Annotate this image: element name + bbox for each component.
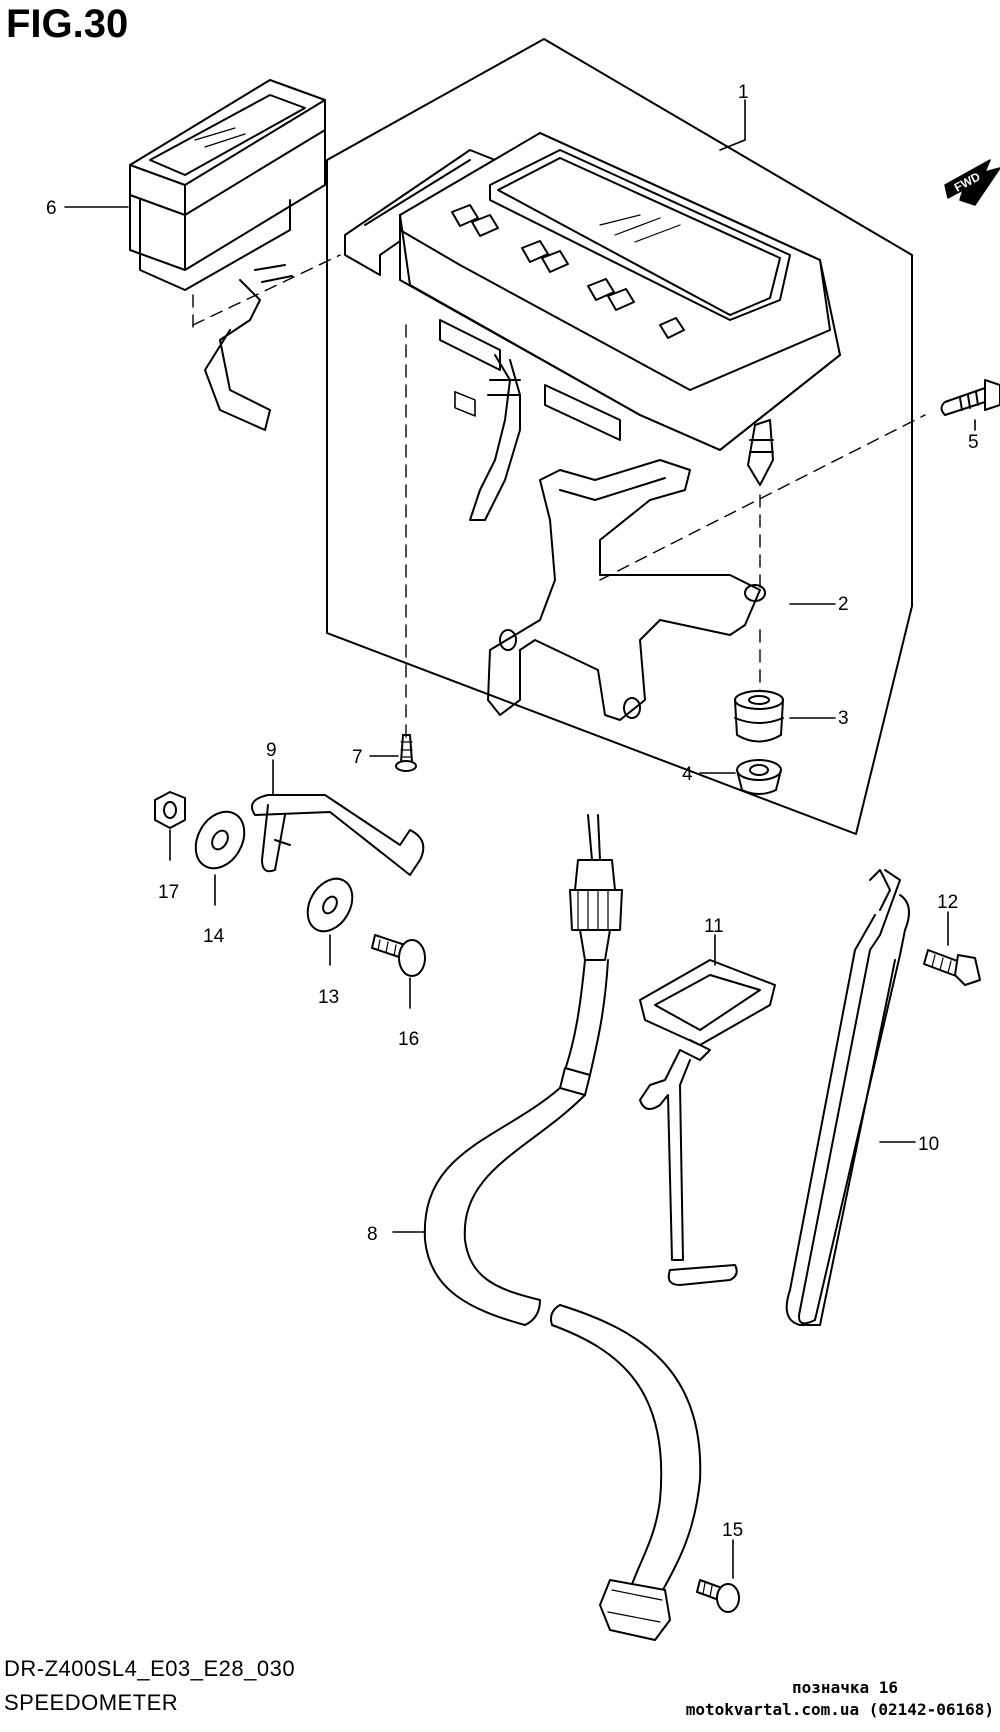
diagram-reference-code: DR-Z400SL4_E03_E28_030	[4, 1656, 296, 1681]
nut-17	[154, 791, 186, 829]
washer-13	[306, 877, 354, 933]
speedometer-cable	[423, 814, 702, 1641]
callout-9: 9	[266, 740, 277, 761]
callout-5: 5	[968, 432, 979, 453]
callout-1: 1	[738, 82, 749, 103]
collar	[736, 759, 782, 795]
screw-7	[395, 734, 417, 772]
callout-13: 13	[318, 987, 339, 1008]
figure-title: FIG.30	[6, 2, 129, 46]
section-name: SPEEDOMETER	[4, 1690, 179, 1715]
watermark-line-1: позначка 16	[792, 1678, 898, 1697]
callout-8: 8	[367, 1224, 378, 1245]
speedometer-unit	[344, 132, 841, 521]
washer-14	[194, 810, 246, 870]
forward-arrow-icon: FWD	[944, 159, 1000, 206]
callout-15: 15	[722, 1520, 743, 1541]
callout-6: 6	[46, 198, 57, 219]
callout-17: 17	[158, 882, 179, 903]
callout-14: 14	[203, 926, 225, 947]
callout-4: 4	[682, 764, 693, 785]
screw-16	[371, 934, 426, 977]
callout-16: 16	[398, 1029, 419, 1050]
watermark-line-2: motokvartal.com.ua (02142-06168)	[685, 1700, 994, 1719]
bolt-12	[923, 949, 981, 986]
callout-10: 10	[918, 1134, 939, 1155]
callout-2: 2	[838, 594, 849, 615]
callout-12: 12	[937, 892, 958, 913]
cable-band-10	[785, 869, 910, 1326]
button-group-1	[454, 390, 476, 417]
cable-clamp-9	[251, 794, 425, 876]
callout-11: 11	[704, 916, 724, 937]
callout-labels: 1 2 3 4 5 6 7 8 9 10 11 12 13 14 15 16 1…	[46, 82, 979, 1541]
cable-guide-11	[639, 959, 776, 1286]
meter-bracket	[487, 459, 766, 721]
indicator-lamp	[129, 79, 326, 431]
assembly-outline	[326, 38, 913, 835]
cushion-grommet	[734, 690, 784, 743]
screw-15	[696, 1579, 740, 1613]
callout-3: 3	[838, 708, 849, 729]
bolt-5	[940, 379, 1000, 416]
callout-7: 7	[352, 747, 363, 768]
leader-lines	[64, 99, 976, 1579]
